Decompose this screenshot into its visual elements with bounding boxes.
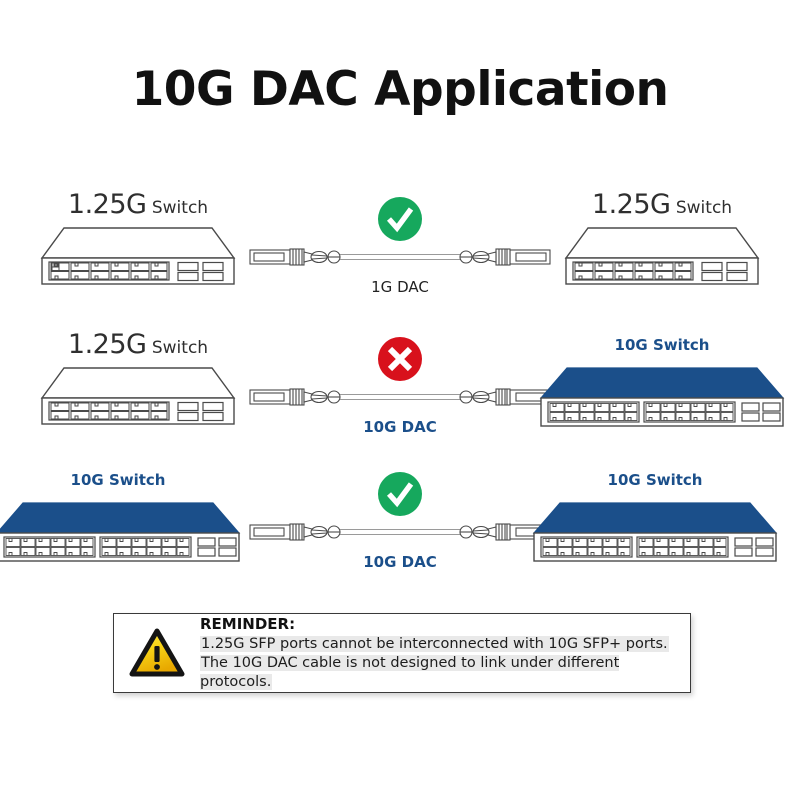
reminder-line-1-text: 1.25G SFP ports cannot be interconnected… xyxy=(200,635,669,652)
switch-speed: 1.25G xyxy=(591,189,671,220)
switch-speed: 1.25G xyxy=(67,189,147,220)
cross-icon xyxy=(378,337,422,381)
reminder-text: REMINDER: 1.25G SFP ports cannot be inte… xyxy=(200,615,690,692)
dac-cable-graphic xyxy=(249,388,551,406)
switch-10g: 10G Switch xyxy=(0,465,248,567)
diagram-area: 1.25G Switch xyxy=(0,190,800,590)
switch-graphic-blue xyxy=(532,502,778,562)
dac-cable-graphic xyxy=(249,523,551,541)
switch-speed: 10G xyxy=(70,471,104,489)
switch-kind: Switch xyxy=(108,471,166,489)
reminder-line-2-text: The 10G DAC cable is not designed to lin… xyxy=(200,654,620,690)
switch-label: 10G Switch xyxy=(525,465,785,495)
reminder-title: REMINDER: xyxy=(200,614,296,633)
switch-graphic-white xyxy=(40,227,236,285)
reminder-box: REMINDER: 1.25G SFP ports cannot be inte… xyxy=(113,613,691,693)
switch-1.25g: 1.25G Switch xyxy=(8,190,268,292)
switch-graphic-white xyxy=(564,227,760,285)
link-center: 10G DAC xyxy=(249,330,551,465)
switch-speed: 10G xyxy=(614,336,648,354)
switch-graphic-blue xyxy=(539,367,785,427)
reminder-line-1: 1.25G SFP ports cannot be interconnected… xyxy=(200,635,682,654)
switch-10g: 10G Switch xyxy=(532,330,792,432)
switch-graphic-white xyxy=(40,367,236,425)
check-icon xyxy=(378,197,422,241)
switch-graphic-blue xyxy=(0,502,241,562)
cable-label: 10G DAC xyxy=(363,418,437,436)
diagram-row: 1.25G Switch xyxy=(0,190,800,325)
switch-speed: 1.25G xyxy=(67,329,147,360)
link-center: 1G DAC xyxy=(249,190,551,325)
switch-speed: 10G xyxy=(607,471,641,489)
dac-cable-graphic xyxy=(249,248,551,266)
switch-1.25g: 1.25G Switch xyxy=(532,190,792,292)
warning-triangle-icon xyxy=(114,628,200,678)
cable-label: 1G DAC xyxy=(371,278,429,296)
link-center: 10G DAC xyxy=(249,465,551,600)
switch-1.25g: 1.25G Switch xyxy=(8,330,268,432)
switch-label: 1.25G Switch xyxy=(8,190,268,220)
switch-kind: Switch xyxy=(151,338,209,358)
switch-10g: 10G Switch xyxy=(525,465,785,567)
switch-kind: Switch xyxy=(645,471,703,489)
check-icon xyxy=(378,472,422,516)
reminder-line-2: The 10G DAC cable is not designed to lin… xyxy=(200,654,682,692)
diagram-row: 10G Switch xyxy=(0,465,800,600)
switch-label: 10G Switch xyxy=(0,465,248,495)
cable-label: 10G DAC xyxy=(363,553,437,571)
switch-kind: Switch xyxy=(652,336,710,354)
switch-label: 1.25G Switch xyxy=(532,190,792,220)
switch-kind: Switch xyxy=(675,198,733,218)
diagram-row: 1.25G Switch xyxy=(0,330,800,465)
switch-kind: Switch xyxy=(151,198,209,218)
page-title: 10G DAC Application xyxy=(131,62,669,117)
switch-label: 1.25G Switch xyxy=(8,330,268,360)
switch-label: 10G Switch xyxy=(532,330,792,360)
